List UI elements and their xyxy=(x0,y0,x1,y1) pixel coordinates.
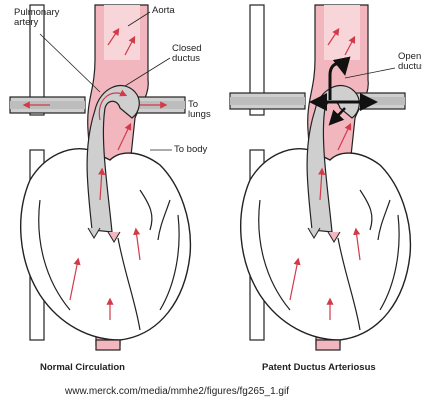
right-heart-diagram xyxy=(230,5,410,350)
caption-patent-ductus: Patent Ductus Arteriosus xyxy=(262,362,376,373)
label-pulmonary-artery: Pulmonary artery xyxy=(14,8,59,28)
label-to-body: To body xyxy=(174,145,207,155)
label-to-lungs: To lungs xyxy=(188,100,211,120)
caption-normal-circulation: Normal Circulation xyxy=(40,362,125,373)
label-closed-ductus: Closed ductus xyxy=(172,44,202,64)
label-open-ductus: Open ductus xyxy=(398,52,422,72)
left-heart-diagram xyxy=(10,5,190,350)
source-url: www.merck.com/media/mmhe2/figures/fg265_… xyxy=(65,386,289,397)
label-aorta: Aorta xyxy=(152,6,175,16)
